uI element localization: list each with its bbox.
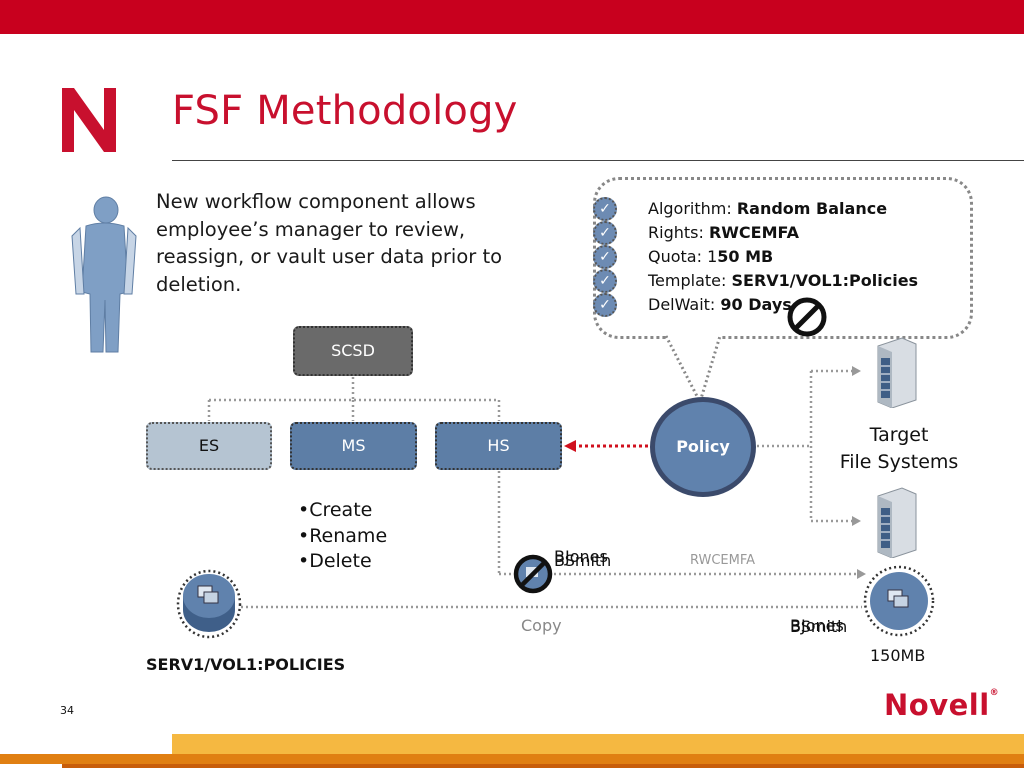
footer-band-gold xyxy=(172,734,1024,754)
footer-band-dark xyxy=(62,764,1024,768)
title-divider xyxy=(172,160,1024,161)
person-icon xyxy=(71,196,137,353)
novell-logo: Novell® xyxy=(884,688,1000,722)
page-number: 34 xyxy=(60,704,74,717)
top-red-bar xyxy=(0,0,1024,34)
action-rename: •Rename xyxy=(298,524,388,547)
server-icon xyxy=(877,337,917,408)
policy-callout xyxy=(593,177,973,339)
prohibited-icon xyxy=(787,297,827,337)
ms-node: MS xyxy=(290,422,417,470)
es-node: ES xyxy=(146,422,272,470)
source-volume-icon xyxy=(176,569,242,639)
user-label-bsmith: BSmith xyxy=(554,551,612,570)
intro-paragraph: New workflow component allows employee’s… xyxy=(156,190,503,296)
check-icon: ✓ xyxy=(593,221,617,245)
check-icon: ✓ xyxy=(593,197,617,221)
action-create: •Create xyxy=(298,499,373,521)
prohibited-folder-icon xyxy=(513,554,553,594)
check-icon: ✓ xyxy=(593,269,617,293)
policy-attr-rights: Rights: RWCEMFA xyxy=(648,223,799,242)
destination-volume-icon xyxy=(863,565,935,637)
scsd-node: SCSD xyxy=(293,326,413,376)
callout-pointer xyxy=(664,330,722,406)
action-delete: •Delete xyxy=(298,550,372,572)
action-list: •Create •Rename •Delete xyxy=(298,498,387,575)
user-label-bjones: BJones xyxy=(554,547,608,566)
novell-n-logo xyxy=(62,88,116,152)
check-icon: ✓ xyxy=(593,245,617,269)
policy-attr-algorithm: Algorithm: Random Balance xyxy=(648,199,888,218)
policy-attr-quota: Quota: 150 MB xyxy=(648,247,774,266)
hs-node: HS xyxy=(435,422,562,470)
target-file-systems-label: Target File Systems xyxy=(839,424,959,473)
dest-user-bsmith: BSmith xyxy=(790,617,848,636)
copy-label: Copy xyxy=(521,616,562,635)
server-icon xyxy=(877,487,917,558)
page-title: FSF Methodology xyxy=(172,88,518,134)
footer-band-orange xyxy=(0,754,1024,764)
check-icon: ✓ xyxy=(593,293,617,317)
rights-label: RWCEMFA xyxy=(690,553,756,568)
quota-label: 150MB xyxy=(870,646,926,665)
policy-node: Policy xyxy=(650,397,756,497)
dest-user-bjones: BJones xyxy=(790,616,844,635)
source-volume-label: SERV1/VOL1:POLICIES xyxy=(146,655,346,674)
policy-attr-delwait: DelWait: 90 Days xyxy=(648,295,792,314)
policy-attr-template: Template: SERV1/VOL1:Policies xyxy=(648,271,919,290)
